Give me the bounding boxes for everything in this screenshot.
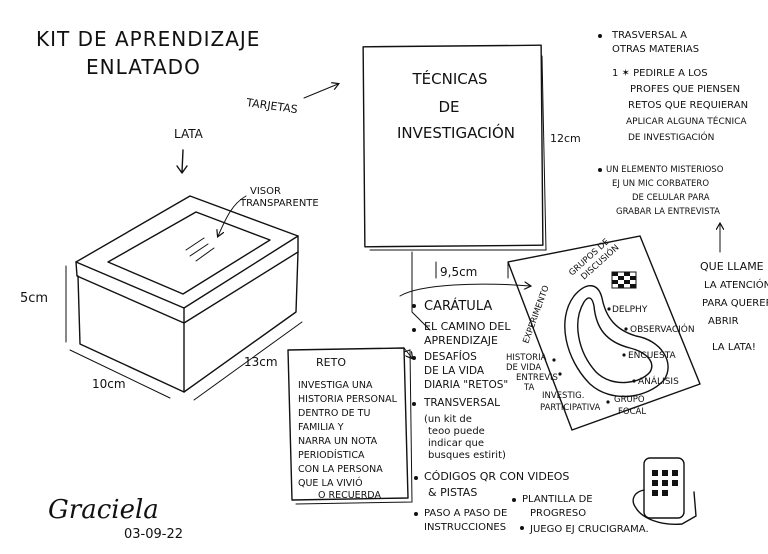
contents-item-4-c: teoo puede <box>428 426 485 437</box>
reto-title: Reto <box>316 356 346 369</box>
phone-in-hand-icon <box>632 457 697 525</box>
contents-list: Carátula El camino del aprendizaje Desaf… <box>412 298 649 535</box>
cards-arrow <box>303 84 338 99</box>
note-misterioso-1: Un elemento misterioso <box>606 165 724 175</box>
station-participativa-a: Investig. <box>542 391 584 401</box>
station-encuesta: Encuesta <box>628 351 676 361</box>
signature-name: Graciela <box>48 495 159 525</box>
reto-card <box>287 347 409 501</box>
card-line-1: Técnicas <box>411 69 487 88</box>
contents-item-4-e: busques estirit) <box>428 450 506 461</box>
visor-arrow <box>218 195 247 236</box>
finish-flag-icon <box>611 271 637 289</box>
path-track <box>564 285 669 398</box>
note-profes-3: retos que requieran <box>628 100 748 111</box>
can-width: 13cm <box>244 355 278 369</box>
note-llame-4: abrir <box>708 316 739 327</box>
station-grupo-focal-b: focal <box>618 407 646 417</box>
path-map-board <box>507 235 701 431</box>
contents-item-3-c: diaria "retos" <box>424 379 508 391</box>
station-analisis: Análisis <box>638 375 679 387</box>
contents-item-2-a: El camino del <box>424 320 511 333</box>
contents-item-6-b: instrucciones <box>424 522 506 533</box>
note-profes-5: de investigación <box>628 131 714 143</box>
contents-item-7-b: progreso <box>530 508 586 519</box>
card-height: 12cm <box>550 132 581 145</box>
can-height: 5cm <box>20 291 48 306</box>
contents-item-3-a: Desafíos <box>424 350 477 363</box>
reto-line-7: con la persona <box>298 464 383 475</box>
note-profes-4: aplicar alguna técnica <box>626 115 747 127</box>
contents-item-4-b: (un kit de <box>424 414 472 425</box>
contents-item-6-a: Paso a paso de <box>424 508 507 519</box>
reto-line-2: historia personal <box>298 394 398 405</box>
station-grupo-focal-a: Grupo <box>614 395 645 405</box>
note-misterioso-4: grabar la entrevista <box>616 207 720 217</box>
note-misterioso-2: ej un mic corbatero <box>612 179 709 189</box>
can-drawing <box>65 195 303 401</box>
note-transversal-1: Trasversal a <box>611 30 687 41</box>
station-entrevista-b: ta <box>523 383 535 393</box>
station-observacion: Observación <box>630 323 695 335</box>
note-llame-3: para querer <box>702 298 768 309</box>
station-historia-a: Historia <box>506 353 547 363</box>
visor-label-1: Visor <box>250 186 281 197</box>
title-line-1: Kit de aprendizaje <box>36 27 260 51</box>
contents-item-5-b: & pistas <box>428 486 477 499</box>
note-misterioso-3: de celular para <box>632 193 710 203</box>
cards-label: Tarjetas <box>245 96 299 116</box>
signature-date: 03-09-22 <box>124 527 183 542</box>
station-historia-b: de vida <box>506 363 541 373</box>
contents-item-2-b: aprendizaje <box>424 334 498 347</box>
title-line-2: enlatado <box>86 55 201 79</box>
reto-line-3: dentro de tu <box>298 408 370 419</box>
reto-line-6: periodística <box>298 449 365 461</box>
can-label: Lata <box>174 127 204 141</box>
note-llame-1: Que llame <box>700 260 764 273</box>
contents-item-3-b: de la vida <box>424 365 485 377</box>
note-llame-2: la atención <box>704 278 768 291</box>
contents-item-8: Juego ej crucigrama. <box>529 524 649 535</box>
station-participativa-b: participativa <box>540 403 601 413</box>
card-width: 9,5cm <box>440 265 477 279</box>
contents-item-4-a: Transversal <box>423 397 500 409</box>
can-label-arrow <box>176 149 188 174</box>
reto-line-4: familia y <box>298 422 344 433</box>
can-depth: 10cm <box>92 377 126 391</box>
card-line-3: Investigación <box>397 123 515 142</box>
reto-line-9: o recuerda <box>318 490 381 501</box>
station-entrevista-a: Entrevis <box>516 373 558 383</box>
reto-line-8: que la vivió <box>298 477 363 489</box>
station-delphy: Delphy <box>612 305 648 315</box>
reto-line-5: narra un nota <box>298 436 378 447</box>
contents-item-7-a: Plantilla de <box>522 494 593 505</box>
contents-item-4-d: indicar que <box>428 438 484 449</box>
reto-line-1: Investiga una <box>298 380 373 391</box>
note-profes-2: profes que piensen <box>630 84 740 95</box>
note-llame-5: la lata! <box>712 342 756 353</box>
contents-item-5-a: Códigos QR con videos <box>424 470 569 483</box>
visor-label-2: transparente <box>239 198 319 209</box>
card-drawing <box>362 44 544 248</box>
note-profes-1: 1 ✶ Pedirle a los <box>612 68 708 79</box>
note-transversal-2: otras materias <box>612 44 699 55</box>
card-line-2: de <box>438 98 459 116</box>
contents-item-1: Carátula <box>424 298 492 314</box>
